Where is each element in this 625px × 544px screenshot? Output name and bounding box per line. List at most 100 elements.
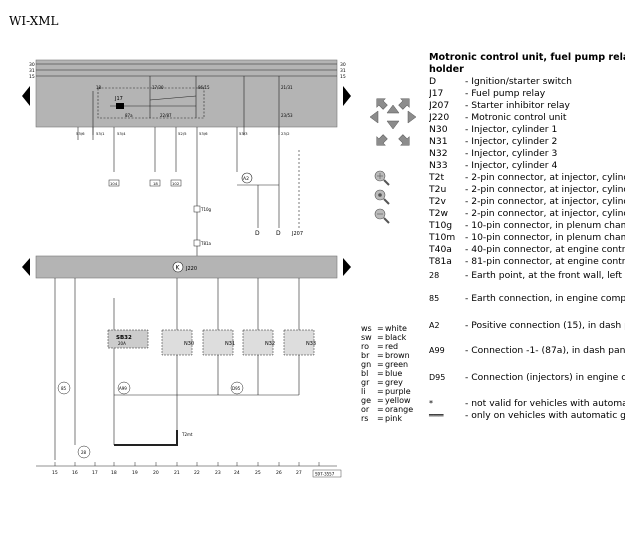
- zoom-fit-button[interactable]: [374, 189, 390, 205]
- legend-symbol-desc: - Connection -1- (87a), in dash pan: [465, 345, 625, 356]
- legend-title: Motronic control unit, fuel pump relay, …: [429, 52, 625, 63]
- color-code: ge: [361, 396, 371, 405]
- sb32-box: [107, 329, 149, 349]
- color-name: blue: [385, 369, 403, 378]
- t81a-label: T81a: [200, 241, 212, 246]
- injector-n30: N30: [184, 341, 194, 347]
- a2-label: A2: [243, 176, 249, 182]
- t2mt-label: T2mt: [181, 432, 193, 437]
- relay-symbol: [116, 103, 124, 109]
- fuse-ref-104: 104: [110, 181, 118, 186]
- legend-desc: - 2-pin connector, at injector, cylind: [465, 172, 625, 183]
- control-unit-symbol: [172, 261, 184, 273]
- t10g-connector: [193, 205, 201, 213]
- relay-pin-86-15: 86/15: [198, 85, 210, 90]
- color-name: grey: [385, 378, 403, 387]
- injector-n33: N33: [306, 341, 316, 347]
- legend-item: T2v- 2-pin connector, at injector, cylin…: [429, 196, 625, 208]
- legend-symbol-item: A2 - Positive connection (15), in dash p: [429, 320, 625, 331]
- color-code-row: sw=black: [361, 333, 413, 342]
- legend-desc: - 10-pin connector, in plenum cham: [465, 220, 625, 231]
- d-label-right: D: [276, 230, 281, 237]
- legend-desc: - Injector, cylinder 3: [465, 148, 558, 159]
- color-code-row: gn =green: [361, 360, 413, 369]
- color-eq: =: [377, 369, 384, 378]
- legend-desc: - 2-pin connector, at injector, cylind: [465, 184, 625, 195]
- color-eq: =: [377, 342, 384, 351]
- nav-left-button[interactable]: [20, 84, 32, 108]
- wire-ref-1: 53/1: [96, 131, 105, 136]
- pan-down-left-button[interactable]: [372, 134, 386, 148]
- legend-item: T2u- 2-pin connector, at injector, cylin…: [429, 184, 625, 196]
- col-18: 18: [111, 470, 117, 476]
- legend-item: N31 - Injector, cylinder 2: [429, 136, 625, 148]
- legend-desc: - 10-pin connector, in plenum cham: [465, 232, 625, 243]
- ground-d95: D95: [232, 386, 241, 391]
- legend-symbol-item: ═══- only on vehicles with automatic ge: [429, 410, 625, 421]
- nav-left-arrow-bottom: [22, 258, 30, 276]
- color-code: gn: [361, 360, 372, 369]
- control-unit-label: J220: [185, 266, 197, 272]
- legend-desc: - Starter inhibitor relay: [465, 100, 570, 111]
- legend-symbol-key: *: [429, 399, 433, 408]
- col-20: 20: [153, 470, 159, 476]
- col-17: 17: [92, 470, 98, 476]
- page-header: WI-XML: [9, 14, 59, 28]
- legend-key: T2v: [429, 196, 446, 207]
- color-code-row: or=orange: [361, 405, 413, 414]
- nav-right-button[interactable]: [341, 84, 353, 108]
- color-eq: =: [377, 324, 384, 333]
- legend-symbol-item: *- not valid for vehicles with automat: [429, 398, 625, 409]
- t81a-upper-connector: [193, 239, 201, 247]
- legend-key: T81a: [429, 256, 452, 267]
- color-name: yellow: [385, 396, 411, 405]
- zoom-in-icon: [374, 170, 390, 186]
- fuel-pump-relay: [92, 76, 280, 135]
- col-16: 16: [72, 470, 78, 476]
- pan-down-right-button[interactable]: [398, 134, 412, 148]
- pan-up-right-button[interactable]: [398, 94, 412, 108]
- legend-symbol-key: A2: [429, 321, 440, 330]
- legend-symbol-desc: - only on vehicles with automatic ge: [465, 410, 625, 421]
- color-eq: =: [377, 360, 384, 369]
- color-code-row: ro=red: [361, 342, 413, 351]
- zoom-out-button[interactable]: [374, 208, 390, 224]
- color-code: ro: [361, 342, 370, 351]
- relay-pin-17-30: 17/30: [152, 85, 164, 90]
- legend-symbol-desc: - Positive connection (15), in dash p: [465, 320, 625, 331]
- rail-label-r31: 31: [340, 68, 346, 74]
- color-code-row: ge =yellow: [361, 396, 413, 405]
- legend-key: N32: [429, 148, 448, 159]
- color-code-row: gr=grey: [361, 378, 413, 387]
- legend-item: T81a - 81-pin connector, at engine contro: [429, 256, 625, 268]
- legend-key: J220: [429, 112, 450, 123]
- t10g-label: T10g: [200, 207, 212, 212]
- color-code: rs: [361, 414, 369, 423]
- legend-desc: - Motronic control unit: [465, 112, 567, 123]
- legend-key: T40a: [429, 244, 452, 255]
- pan-up-left-button[interactable]: [372, 94, 386, 108]
- color-code-row: rs=pink: [361, 414, 413, 423]
- color-eq: =: [377, 414, 384, 423]
- j207-label: J207: [291, 231, 303, 237]
- legend-key: N31: [429, 136, 448, 147]
- color-name: purple: [385, 387, 411, 396]
- color-eq: =: [377, 378, 384, 387]
- wire-ref-3: 52/5: [178, 131, 187, 136]
- color-name: black: [385, 333, 407, 342]
- col-27: 27: [296, 470, 302, 476]
- rail-label-r30: 30: [340, 62, 346, 68]
- legend-key: J17: [429, 88, 444, 99]
- col-19: 19: [132, 470, 138, 476]
- zoom-out-icon: [374, 208, 390, 224]
- color-code: bl: [361, 369, 369, 378]
- zoom-in-button[interactable]: [374, 170, 390, 186]
- control-unit-panel: [35, 255, 338, 279]
- fuse-ref-18: 18: [153, 181, 158, 186]
- color-name: green: [385, 360, 409, 369]
- legend-key: T10m: [429, 232, 456, 243]
- legend-desc: - 81-pin connector, at engine contro: [465, 256, 625, 267]
- color-eq: =: [377, 396, 384, 405]
- legend-desc: - Injector, cylinder 2: [465, 136, 558, 147]
